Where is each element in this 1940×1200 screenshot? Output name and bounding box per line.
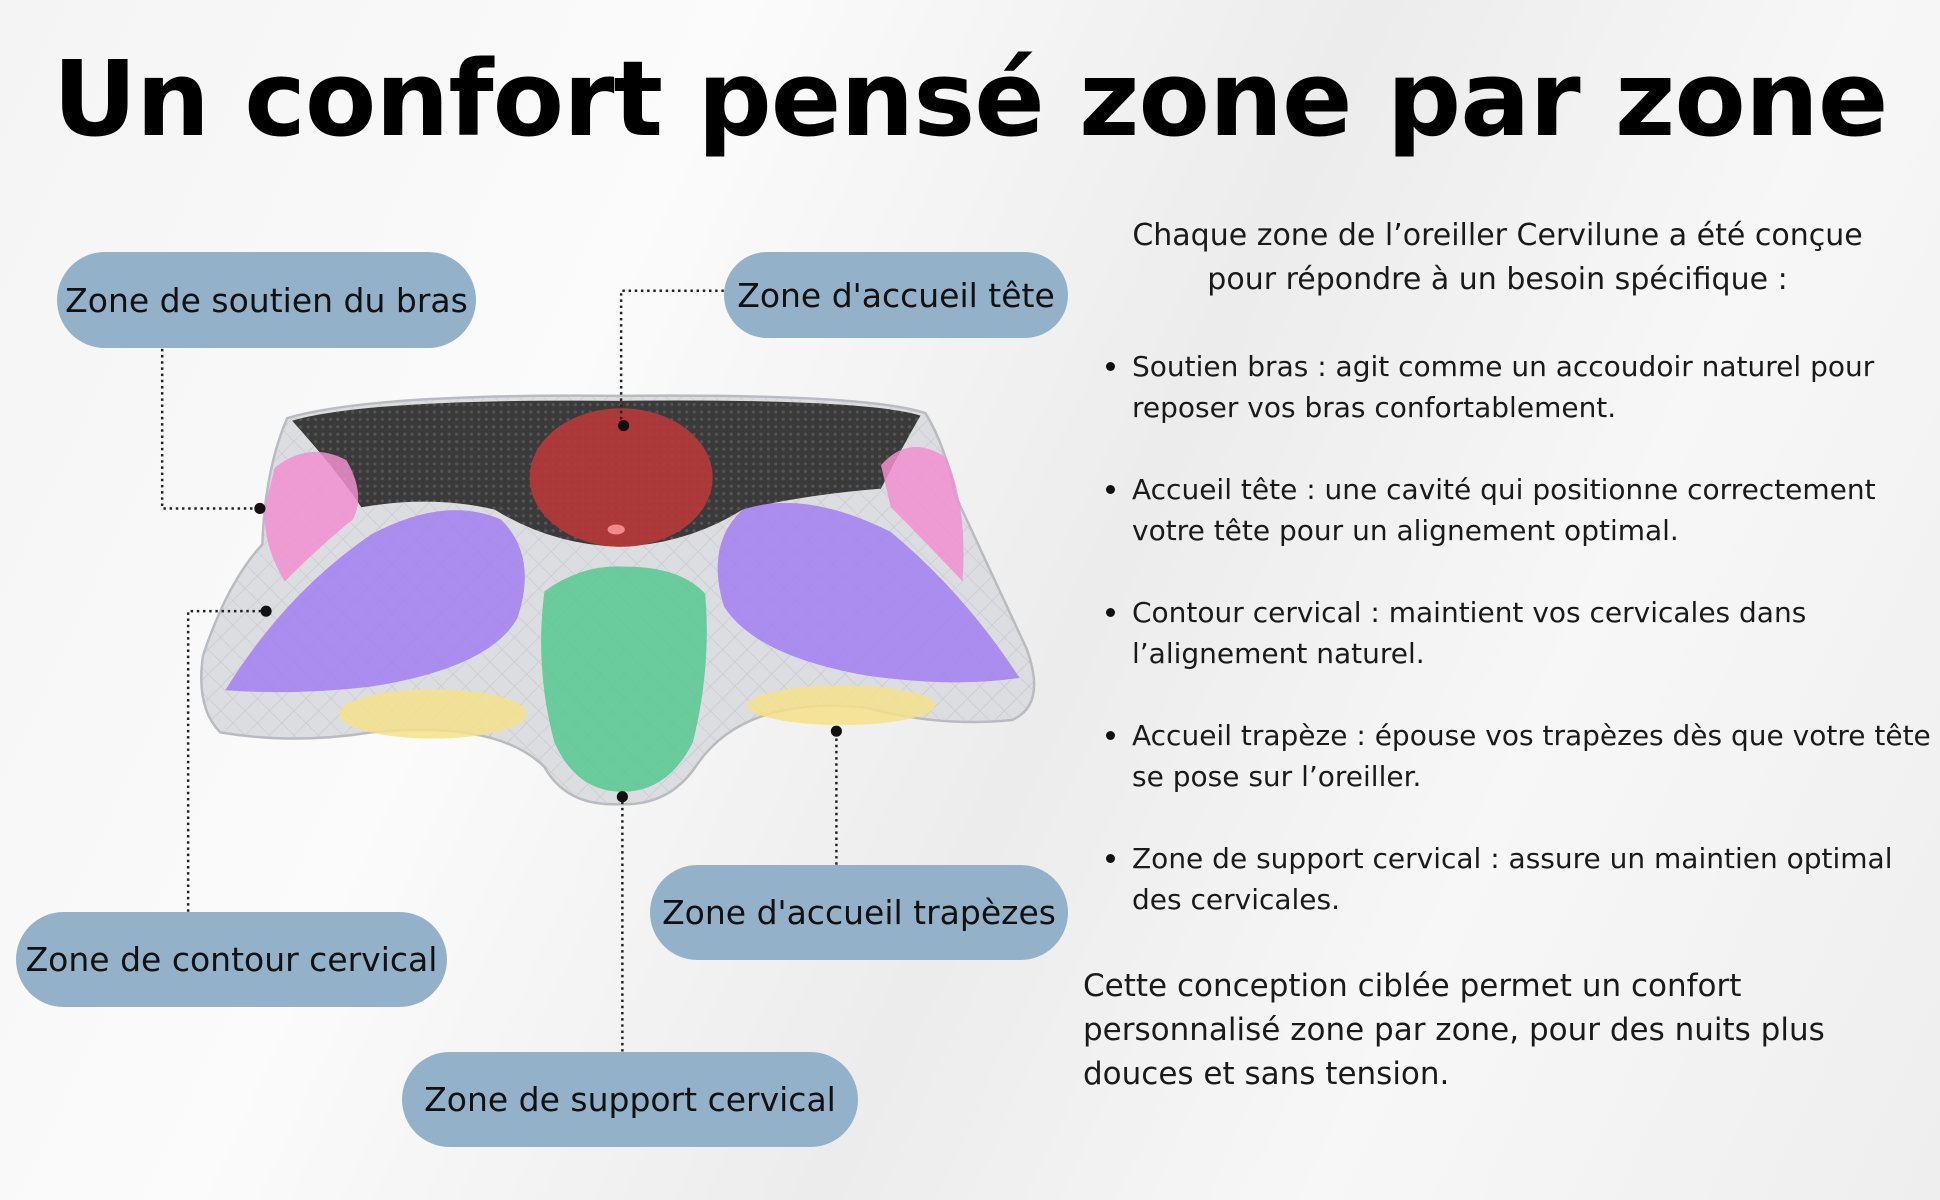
leader-dots (254, 420, 842, 803)
trapezius-zone-right (747, 685, 936, 725)
arm-zone-left (264, 451, 359, 582)
list-item-text: Contour cervical : maintient vos cervica… (1132, 596, 1807, 670)
label-trapezius: Zone d'accueil trapèzes (650, 865, 1068, 960)
list-item: Contour cervical : maintient vos cervica… (1104, 592, 1934, 674)
head-zone-center (607, 524, 625, 535)
list-item: Accueil trapèze : épouse vos trapèzes dè… (1104, 715, 1934, 797)
closing-text: Cette conception ciblée permet un confor… (1083, 968, 1825, 1092)
label-cervical-support: Zone de support cervical (402, 1052, 858, 1147)
bullet-icon (1106, 854, 1115, 863)
leader-lines (160, 289, 838, 1052)
label-arm-support: Zone de soutien du bras (57, 252, 476, 348)
list-item-text: Accueil trapèze : épouse vos trapèzes dè… (1132, 719, 1931, 793)
head-zone (529, 408, 713, 547)
arm-zone-right (880, 446, 964, 582)
support-zone (541, 566, 707, 792)
trapezius-zone-left (339, 689, 528, 739)
list-item: Accueil tête : une cavité qui positionne… (1104, 469, 1934, 551)
label-contour: Zone de contour cervical (16, 912, 447, 1007)
intro-text: Chaque zone de l’oreiller Cervilune a ét… (1132, 218, 1863, 297)
list-item-text: Accueil tête : une cavité qui positionne… (1132, 473, 1876, 547)
contour-zone-left (225, 510, 525, 693)
bullet-icon (1106, 485, 1115, 494)
bullet-icon (1106, 362, 1115, 371)
label-head: Zone d'accueil tête (724, 252, 1068, 338)
zone-list: Soutien bras : agit comme un accoudoir n… (1104, 346, 1934, 961)
contour-zone-right (717, 502, 1020, 683)
list-item-text: Soutien bras : agit comme un accoudoir n… (1132, 350, 1875, 424)
bullet-icon (1106, 608, 1115, 617)
page-title: Un confort pensé zone par zone (52, 38, 1889, 160)
list-item: Zone de support cervical : assure un mai… (1104, 838, 1934, 920)
bullet-icon (1106, 731, 1115, 740)
list-item-text: Zone de support cervical : assure un mai… (1132, 842, 1893, 916)
list-item: Soutien bras : agit comme un accoudoir n… (1104, 346, 1934, 428)
